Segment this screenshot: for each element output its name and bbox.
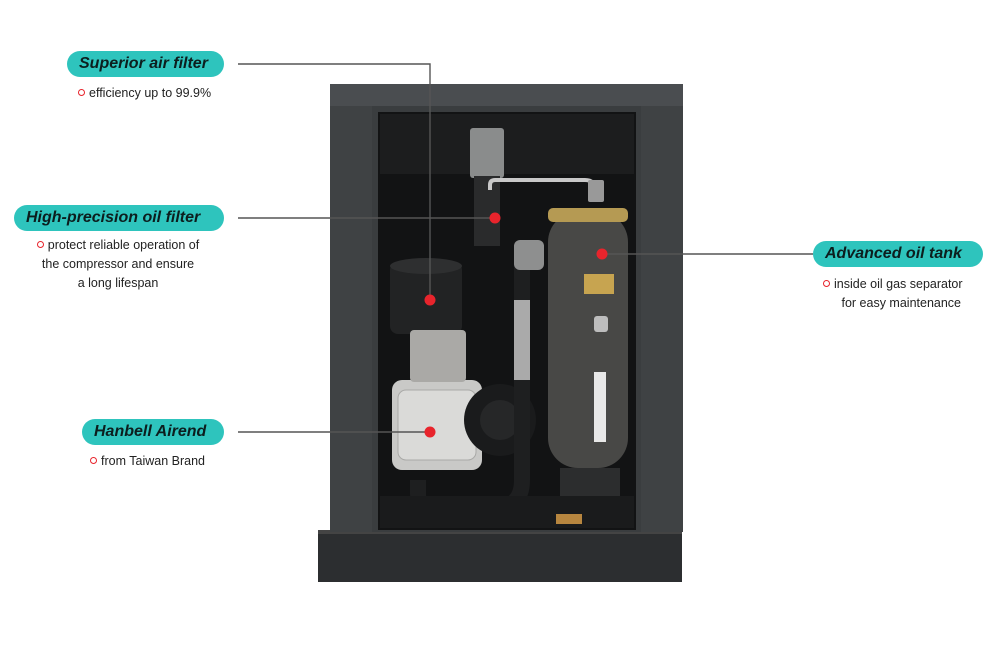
callout-title-oil-tank: Advanced oil tank bbox=[813, 241, 983, 267]
callout-title-oil-filter: High-precision oil filter bbox=[14, 205, 224, 231]
bullet-icon bbox=[78, 89, 85, 96]
right-panel bbox=[641, 106, 683, 532]
marker-oil-tank bbox=[596, 248, 608, 260]
leader-air-filter bbox=[238, 63, 431, 300]
desc-line: protect reliable operation of bbox=[47, 238, 200, 252]
callout-title-air-filter: Superior air filter bbox=[67, 51, 224, 77]
desc-line: the compressor and ensure bbox=[41, 257, 195, 271]
left-panel bbox=[330, 106, 372, 532]
desc-line: efficiency up to 99.9% bbox=[89, 86, 212, 100]
oil-tank-shape bbox=[548, 212, 628, 468]
desc-line: for easy maintenance bbox=[841, 296, 961, 310]
desc-line: inside oil gas separator bbox=[834, 277, 963, 291]
callout-desc-oil-filter: protect reliable operation of the compre… bbox=[24, 236, 212, 293]
marker-oil-filter bbox=[489, 212, 501, 224]
desc-line: from Taiwan Brand bbox=[101, 454, 205, 468]
desc-line: a long lifespan bbox=[77, 276, 159, 290]
callout-desc-oil-tank: inside oil gas separator for easy mainte… bbox=[823, 275, 963, 313]
marker-air-filter bbox=[424, 294, 436, 306]
cabinet-base bbox=[318, 530, 682, 582]
callout-desc-air-filter: efficiency up to 99.9% bbox=[78, 84, 211, 103]
leader-lines bbox=[238, 63, 813, 433]
bullet-icon bbox=[823, 280, 830, 287]
bullet-icon bbox=[36, 241, 44, 248]
bullet-icon bbox=[90, 457, 97, 464]
callout-title-airend: Hanbell Airend bbox=[82, 419, 224, 445]
marker-airend bbox=[424, 426, 436, 438]
callout-desc-airend: from Taiwan Brand bbox=[90, 452, 205, 471]
